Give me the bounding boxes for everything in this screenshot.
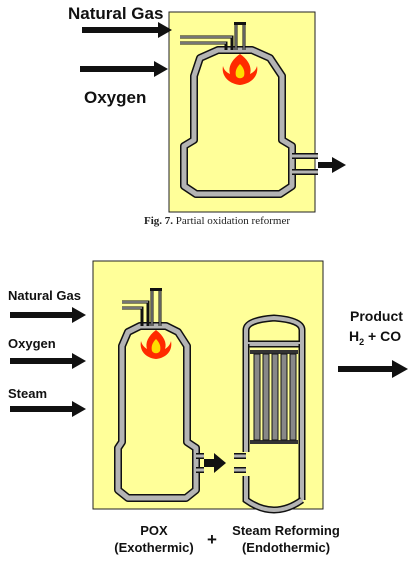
- fig8-steam-reformer: [234, 314, 306, 514]
- fig8-burner: [122, 288, 162, 326]
- fig8-catalyst-tubes: [253, 353, 297, 441]
- fig7-burner: [180, 22, 246, 50]
- fig7-caption-text: Partial oxidation reformer: [173, 215, 291, 227]
- fig8-steam-arrow: [10, 401, 86, 417]
- fig7-product-arrow: [318, 157, 346, 173]
- fig7-caption-prefix: Fig. 7.: [144, 215, 174, 227]
- fig8-steam-label: Steam: [8, 386, 48, 401]
- fig7-pox-reactor: [180, 46, 318, 198]
- fig8-natural-gas-arrow: [10, 307, 86, 323]
- fig7-natural-gas-label: Natural Gas: [68, 4, 164, 23]
- fig8-oxygen-label: Oxygen: [8, 336, 56, 351]
- fig8-natural-gas-label: Natural Gas: [8, 288, 81, 303]
- fig8-formula-sub: 2: [359, 336, 365, 347]
- fig8-pox-label: POX (Exothermic): [112, 522, 196, 556]
- fig8-plus-sign: +: [207, 530, 217, 549]
- fig7-flame: [222, 54, 258, 85]
- fig8-formula-rest: + CO: [364, 328, 402, 344]
- fig8-pox-title: POX: [140, 523, 168, 538]
- fig8-product-label: Product: [350, 308, 403, 324]
- fig7-natural-gas-arrow: [82, 22, 172, 38]
- fig8-transfer-arrow: [204, 453, 226, 473]
- fig8-pox-reactor: [114, 322, 204, 502]
- fig8-product-formula: H2 + CO: [349, 328, 401, 347]
- fig8-product-arrow: [338, 360, 408, 378]
- fig8-formula-h: H: [349, 328, 360, 344]
- fig8-oxygen-arrow: [10, 353, 86, 369]
- fig7-oxygen-arrow: [80, 61, 168, 77]
- fig8-panel: [92, 260, 324, 510]
- fig8-reforming-label: Steam Reforming (Endothermic): [224, 522, 348, 556]
- fig7-oxygen-label: Oxygen: [84, 88, 147, 107]
- fig8-reforming-title: Steam Reforming: [232, 523, 340, 538]
- fig7-caption: Fig. 7. Partial oxidation reformer: [144, 215, 290, 227]
- fig8-flame: [140, 330, 172, 359]
- fig8-pox-subtitle: (Exothermic): [114, 540, 194, 555]
- fig8-reforming-subtitle: (Endothermic): [241, 540, 331, 555]
